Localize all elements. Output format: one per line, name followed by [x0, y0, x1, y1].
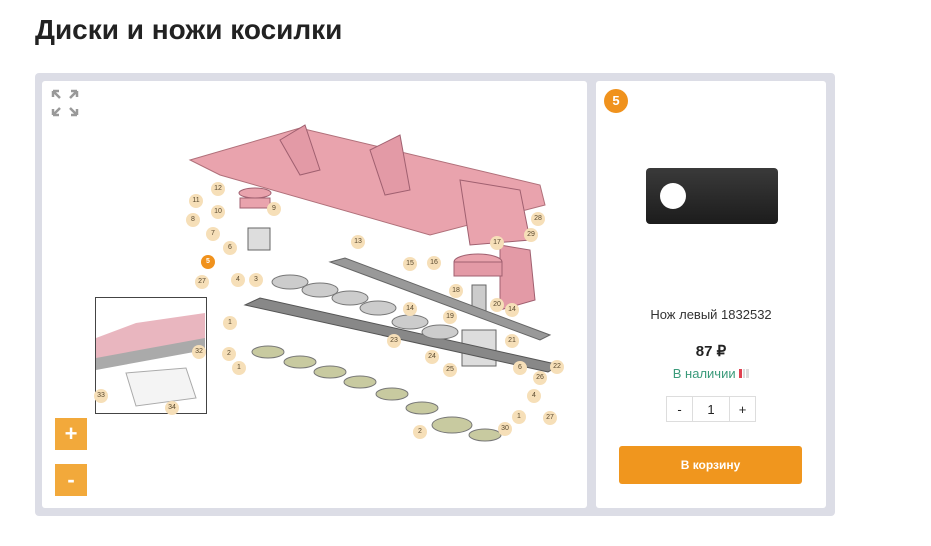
callout-15[interactable]: 15: [403, 257, 417, 271]
callout-23[interactable]: 23: [387, 334, 401, 348]
callout-6[interactable]: 6: [223, 241, 237, 255]
callout-33[interactable]: 33: [94, 389, 108, 403]
callout-number-badge: 5: [604, 89, 628, 113]
callout-2[interactable]: 2: [413, 425, 427, 439]
callout-14[interactable]: 14: [403, 302, 417, 316]
callout-1[interactable]: 1: [512, 410, 526, 424]
callout-12[interactable]: 12: [211, 182, 225, 196]
inset-drawing: [96, 313, 205, 407]
callout-11[interactable]: 11: [189, 194, 203, 208]
callout-1[interactable]: 1: [223, 316, 237, 330]
stock-label: В наличии: [672, 366, 736, 381]
callout-9[interactable]: 9: [267, 202, 281, 216]
callout-1[interactable]: 1: [232, 361, 246, 375]
callout-5[interactable]: 5: [201, 255, 215, 269]
callout-29[interactable]: 29: [524, 228, 538, 242]
callout-8[interactable]: 8: [186, 213, 200, 227]
qty-input[interactable]: 1: [693, 397, 730, 421]
callout-34[interactable]: 34: [165, 401, 179, 415]
zoom-in-button[interactable]: +: [55, 418, 87, 450]
callout-28[interactable]: 28: [531, 212, 545, 226]
quantity-stepper: - 1 +: [666, 396, 756, 422]
callout-13[interactable]: 13: [351, 235, 365, 249]
qty-decrease-button[interactable]: -: [667, 397, 693, 421]
callout-10[interactable]: 10: [211, 205, 225, 219]
product-price: 87 ₽: [695, 343, 727, 360]
callout-14[interactable]: 14: [505, 303, 519, 317]
callout-32[interactable]: 32: [192, 345, 206, 359]
callout-20[interactable]: 20: [490, 298, 504, 312]
callout-7[interactable]: 7: [206, 227, 220, 241]
callout-27[interactable]: 27: [543, 411, 557, 425]
callout-17[interactable]: 17: [490, 236, 504, 250]
detail-inset: [95, 297, 207, 414]
stock-status: В наличии: [596, 366, 826, 381]
expand-arrows-icon[interactable]: [51, 89, 79, 117]
callout-22[interactable]: 22: [550, 360, 564, 374]
callout-2[interactable]: 2: [222, 347, 236, 361]
stock-level-icon: [739, 369, 750, 378]
callout-27[interactable]: 27: [195, 275, 209, 289]
callout-16[interactable]: 16: [427, 256, 441, 270]
product-card: [596, 81, 826, 508]
zoom-out-button[interactable]: -: [55, 464, 87, 496]
callout-21[interactable]: 21: [505, 334, 519, 348]
callout-4[interactable]: 4: [231, 273, 245, 287]
add-to-cart-button[interactable]: В корзину: [619, 446, 802, 484]
diagram-panel[interactable]: [42, 81, 587, 508]
callout-4[interactable]: 4: [527, 389, 541, 403]
qty-increase-button[interactable]: +: [738, 401, 747, 417]
callout-18[interactable]: 18: [449, 284, 463, 298]
callout-26[interactable]: 26: [533, 371, 547, 385]
callout-30[interactable]: 30: [498, 422, 512, 436]
callout-25[interactable]: 25: [443, 363, 457, 377]
callout-6[interactable]: 6: [513, 361, 527, 375]
callout-3[interactable]: 3: [249, 273, 263, 287]
page-title: Диски и ножи косилки: [35, 14, 343, 45]
product-image: [646, 168, 778, 224]
callout-19[interactable]: 19: [443, 310, 457, 324]
callout-24[interactable]: 24: [425, 350, 439, 364]
product-name: Нож левый 1832532: [650, 307, 772, 322]
